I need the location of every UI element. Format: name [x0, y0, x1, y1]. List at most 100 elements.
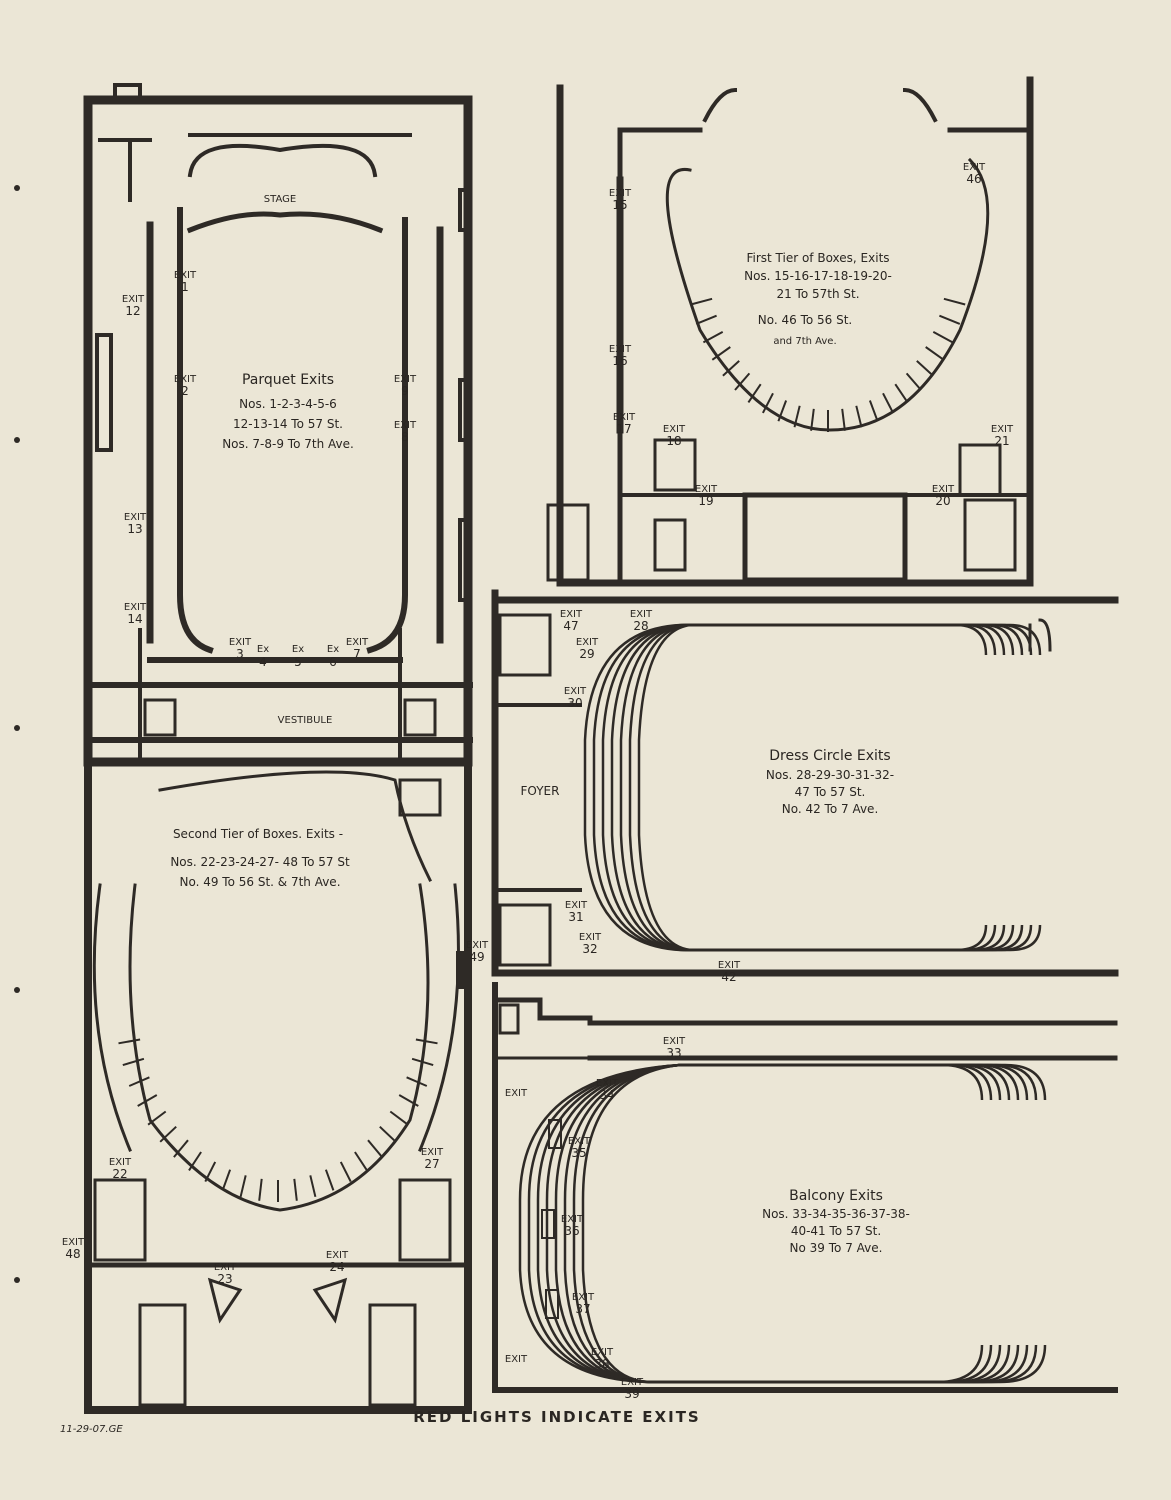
exit-46-word: EXIT — [963, 162, 986, 173]
exit-30-word: EXIT — [564, 686, 587, 697]
exit-36-word: EXIT — [561, 1214, 584, 1225]
dress-circle-line-2: 47 To 57 St. — [795, 785, 866, 799]
exit-37-number: 37 — [575, 1302, 590, 1316]
handwritten-note: 11-29-07.GE — [60, 1424, 123, 1435]
exit-32-number: 32 — [582, 942, 597, 956]
exit-48-word: EXIT — [62, 1237, 85, 1248]
second-tier-box-partition — [221, 1169, 232, 1191]
exit-38-number: 38 — [594, 1357, 609, 1371]
exit-6-number: 6 — [329, 655, 337, 669]
exit-27-word: EXIT — [421, 1147, 444, 1158]
second-tier-box-partition — [293, 1178, 298, 1201]
second-tier-box-partition — [122, 1057, 145, 1067]
dress-circle-title: Dress Circle Exits — [769, 748, 890, 764]
first-tier-line-4: and 7th Ave. — [773, 336, 836, 347]
exit-7-number: 7 — [353, 647, 361, 661]
second-tier-line-1: Nos. 22-23-24-27- 48 To 57 St — [170, 855, 350, 869]
first-tier-line-1: Nos. 15-16-17-18-19-20- — [744, 269, 892, 283]
first-tier-box-partition — [810, 408, 815, 431]
first-tier-line-2: 21 To 57th St. — [776, 287, 859, 301]
first-tier-plan — [546, 76, 1034, 587]
exit-13-number: 13 — [127, 522, 142, 536]
exit-31-word: EXIT — [565, 900, 588, 911]
exit-8-number: 8 — [401, 430, 409, 444]
exit-15-number: 15 — [612, 198, 627, 212]
second-tier-box-partition — [354, 1151, 368, 1171]
exit-36-number: 36 — [564, 1224, 579, 1238]
parquet-line-1: Nos. 1-2-3-4-5-6 — [239, 397, 337, 411]
first-tier-box-partition — [762, 392, 774, 414]
balcony-row — [518, 1063, 1047, 1384]
first-tier-box-partition — [855, 405, 863, 428]
exit-27-number: 27 — [424, 1157, 439, 1171]
exit-3-number: 3 — [236, 647, 244, 661]
second-tier-box-partition — [204, 1161, 217, 1183]
exit-20-word: EXIT — [932, 484, 955, 495]
parquet-line-2: 12-13-14 To 57 St. — [233, 417, 343, 431]
first-tier-box-partition — [939, 314, 961, 325]
second-tier-box-partition — [137, 1094, 158, 1107]
exit-16-word: EXIT — [609, 344, 632, 355]
exit-42-word: EXIT — [718, 960, 741, 971]
exit-33-number: 33 — [666, 1046, 681, 1060]
second-tier-box-partition — [411, 1057, 434, 1067]
first-tier-line-3: No. 46 To 56 St. — [758, 313, 853, 327]
exit-14-word: EXIT — [124, 602, 147, 613]
balcony-row — [536, 1063, 1029, 1384]
exit-7-word: EXIT — [346, 637, 369, 648]
exit-22-word: EXIT — [109, 1157, 132, 1168]
second-tier-box-partition — [389, 1110, 409, 1126]
exit-15-word: EXIT — [609, 188, 632, 199]
exit-35-number: 35 — [571, 1146, 586, 1160]
balcony-row — [563, 1063, 1002, 1384]
exit-8-word: EXIT — [394, 420, 417, 431]
balcony-line-1: Nos. 33-34-35-36-37-38- — [762, 1207, 910, 1221]
binding-holes — [14, 185, 20, 1283]
second-tier-line-2: No. 49 To 56 St. & 7th Ave. — [179, 875, 340, 889]
parquet-line-3: Nos. 7-8-9 To 7th Ave. — [222, 437, 354, 451]
first-tier-box-partition — [882, 392, 894, 414]
balcony-row — [554, 1063, 1011, 1384]
exit-31-number: 31 — [568, 910, 583, 924]
exit-17-word: EXIT — [613, 412, 636, 423]
exit-5-number: 5 — [294, 655, 302, 669]
exit-39-number: 39 — [624, 1387, 639, 1401]
balcony-line-3: No 39 To 7 Ave. — [790, 1241, 883, 1255]
second-tier-box-partition — [239, 1175, 247, 1198]
exit-37-word: EXIT — [572, 1292, 595, 1303]
balcony-row — [572, 1063, 993, 1384]
exit-13-word: EXIT — [124, 512, 147, 523]
balcony-title: Balcony Exits — [789, 1188, 883, 1204]
exit-24-number: 24 — [329, 1260, 344, 1274]
exit-48-number: 48 — [65, 1247, 80, 1261]
second-tier-box-partition — [309, 1175, 317, 1198]
exit-42-number: 42 — [721, 970, 736, 984]
foyer-label: FOYER — [521, 784, 560, 798]
second-tier-box-partition — [188, 1151, 202, 1171]
exit-24-word: EXIT — [326, 1250, 349, 1261]
second-tier-box-partition — [147, 1110, 167, 1126]
balcony-line-2: 40-41 To 57 St. — [791, 1224, 881, 1238]
second-tier-box-partition — [118, 1038, 141, 1045]
exit-17-number: 17 — [616, 422, 631, 436]
exit-49-word: EXIT — [466, 940, 489, 951]
exit-28-number: 28 — [633, 619, 648, 633]
exit-14-number: 14 — [127, 612, 142, 626]
first-tier-box-partition — [868, 400, 879, 422]
dress-circle-line-3: No. 42 To 7 Ave. — [782, 802, 879, 816]
exit-21-number: 21 — [994, 434, 1009, 448]
first-tier-box-partition — [943, 297, 966, 306]
dress-circle-plan — [491, 589, 1119, 977]
dress-circle-row — [637, 623, 988, 952]
first-tier-box-partition — [695, 314, 717, 325]
second-tier-plan — [84, 766, 472, 1414]
exit-28-word: EXIT — [630, 609, 653, 620]
exit-21-word: EXIT — [991, 424, 1014, 435]
exit-35-word: EXIT — [568, 1136, 591, 1147]
exit-32-word: EXIT — [579, 932, 602, 943]
first-tier-box-partition — [793, 405, 801, 428]
exit-18-number: 18 — [666, 434, 681, 448]
first-tier-box-partition — [925, 346, 945, 361]
exit-29-number: 29 — [579, 647, 594, 661]
